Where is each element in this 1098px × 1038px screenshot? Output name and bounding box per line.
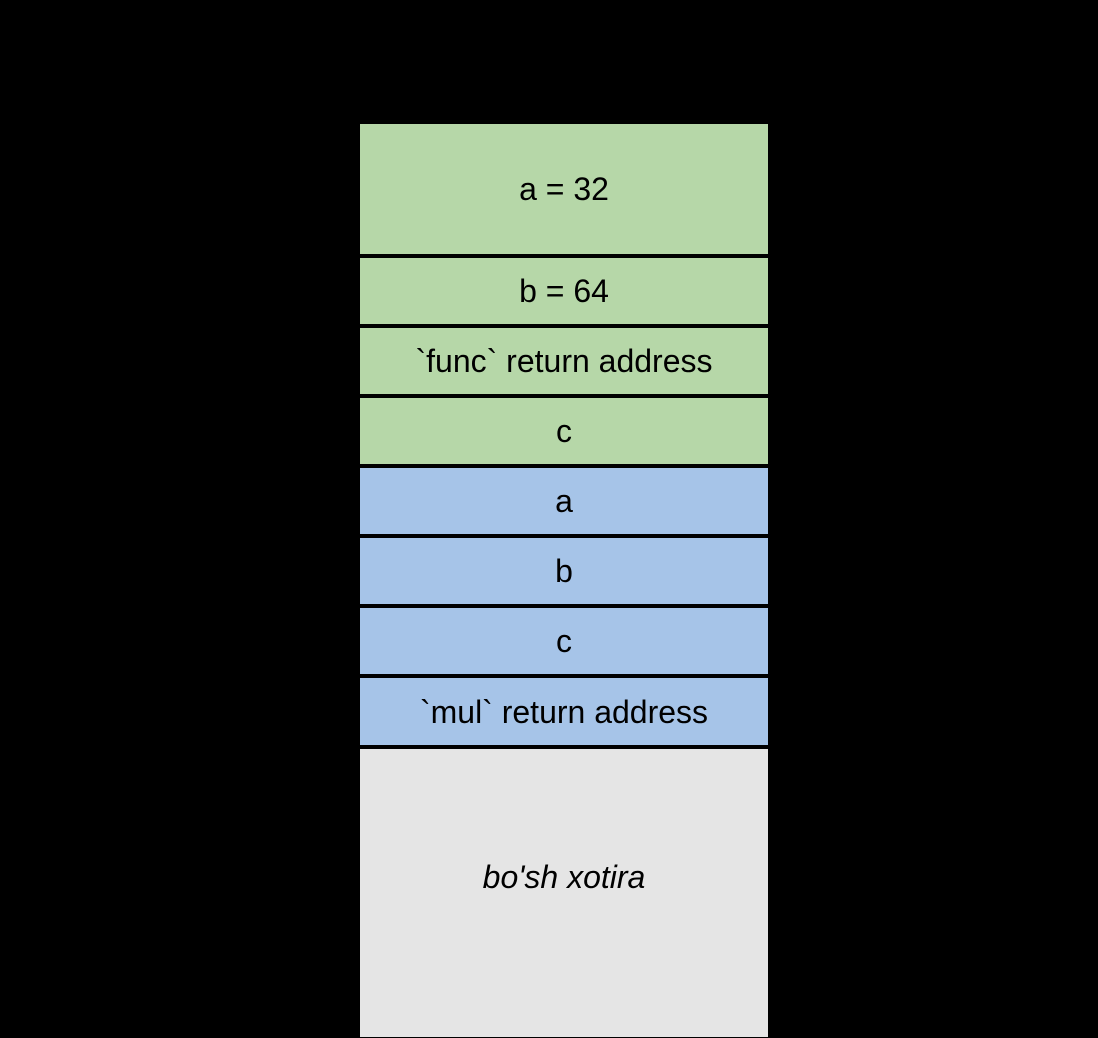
- stack-cell-c-arg: c: [360, 608, 768, 678]
- stack-cell-a-arg: a: [360, 468, 768, 538]
- stack-cell-label: `func` return address: [415, 343, 713, 379]
- stack-cell-label: b = 64: [519, 273, 609, 309]
- stack-cell-label: `mul` return address: [419, 693, 709, 730]
- stack-cell-label: b: [555, 553, 573, 589]
- stack-cell-free-memory: bo'sh xotira: [360, 749, 768, 1037]
- stack-cell-mul-return-address: `mul` return address: [360, 678, 768, 749]
- stack-cell-label: a: [555, 483, 573, 519]
- stack-cell-label: c: [556, 623, 572, 659]
- free-memory-label: bo'sh xotira: [482, 859, 646, 895]
- stack-cell-func-return-address: `func` return address: [360, 328, 768, 398]
- stack-cell-b-arg: b: [360, 538, 768, 608]
- stack-cell-c-local: c: [360, 398, 768, 468]
- stack-cell-label: a = 32: [519, 171, 609, 207]
- stack-diagram: a = 32 b = 64 `func` return address c a …: [360, 124, 768, 1037]
- stack-cell-a-equals-32: a = 32: [360, 124, 768, 258]
- stack-cell-label: c: [556, 413, 572, 449]
- stack-cell-b-equals-64: b = 64: [360, 258, 768, 328]
